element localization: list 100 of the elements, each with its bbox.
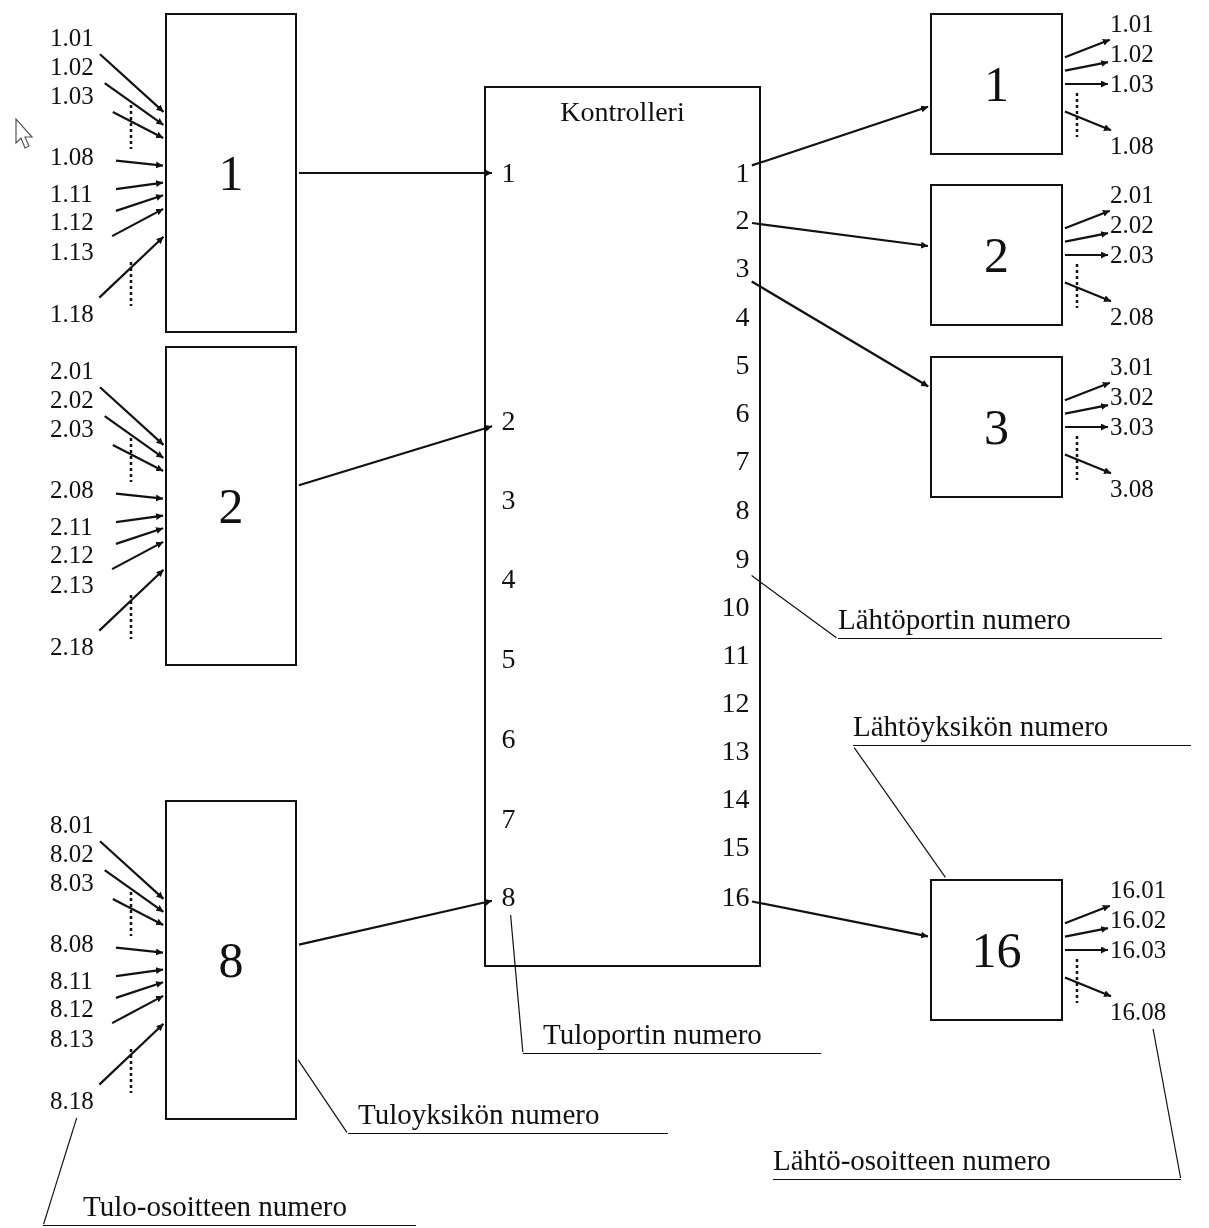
unit-box: 3	[930, 356, 1063, 498]
arrow	[1064, 926, 1109, 938]
address-label: 8.08	[50, 929, 114, 959]
port-number: 15	[707, 830, 750, 863]
arrow	[298, 898, 493, 946]
address-label: 2.01	[1110, 180, 1190, 210]
address-label: 1.03	[50, 81, 114, 111]
port-number: 5	[493, 642, 524, 675]
address-label: 2.02	[1110, 210, 1190, 240]
address-label: 1.01	[50, 23, 114, 53]
address-label: 8.12	[50, 994, 114, 1024]
arrow	[1064, 209, 1111, 230]
arrow	[98, 569, 165, 632]
address-label: 2.03	[50, 414, 114, 444]
address-label: 1.13	[50, 237, 114, 267]
port-number: 6	[707, 396, 750, 429]
address-label: 1.18	[50, 299, 114, 329]
unit-box: 8	[165, 800, 297, 1120]
arrow	[112, 110, 164, 139]
address-label: 8.01	[50, 810, 114, 840]
arrow	[104, 82, 165, 126]
port-number: 3	[493, 483, 524, 516]
port-number: 1	[707, 156, 750, 189]
address-label: 8.11	[50, 966, 114, 996]
port-number: 1	[493, 156, 524, 189]
arrow	[115, 967, 164, 978]
arrow	[1064, 110, 1112, 132]
leader-line	[297, 1059, 348, 1133]
port-number: 8	[707, 493, 750, 526]
arrow	[1064, 381, 1111, 402]
port-number: 12	[707, 686, 750, 719]
port-number: 4	[707, 300, 750, 333]
unit-box: 16	[930, 879, 1063, 1021]
leader-line	[43, 1117, 78, 1225]
address-label: 1.03	[1110, 69, 1190, 99]
address-label: 2.11	[50, 512, 114, 542]
leader-line	[853, 747, 946, 878]
arrow	[111, 540, 164, 571]
arrow	[111, 994, 164, 1025]
arrow	[1064, 453, 1112, 475]
leader-line	[751, 575, 837, 639]
port-number: 10	[707, 590, 750, 623]
arrow	[104, 415, 165, 459]
leader-line	[1152, 1028, 1182, 1179]
address-label: 3.03	[1110, 412, 1190, 442]
address-label: 2.03	[1110, 240, 1190, 270]
annotation-text: Tulo-osoitteen numero	[43, 1188, 416, 1226]
arrow	[1065, 946, 1108, 954]
annotation-text: Lähtö-osoitteen numero	[773, 1142, 1181, 1180]
port-number: 2	[707, 203, 750, 236]
leader-line	[510, 914, 524, 1053]
arrow	[1064, 60, 1109, 72]
arrow	[298, 424, 493, 487]
arrow	[1064, 231, 1109, 243]
address-label: 3.02	[1110, 382, 1190, 412]
address-label: 16.08	[1110, 997, 1190, 1027]
port-number: 13	[707, 734, 750, 767]
port-number: 9	[707, 542, 750, 575]
address-label: 8.03	[50, 868, 114, 898]
port-number: 6	[493, 722, 524, 755]
annotation-text: Tuloyksikön numero	[348, 1096, 668, 1134]
port-number: 8	[493, 880, 524, 913]
arrow	[751, 280, 929, 388]
address-label: 1.01	[1110, 9, 1190, 39]
port-number: 4	[493, 562, 524, 595]
arrow	[98, 1023, 165, 1086]
address-label: 3.01	[1110, 352, 1190, 382]
annotation-text: Tuloportin numero	[523, 1016, 821, 1054]
unit-box: 2	[930, 184, 1063, 326]
address-label: 2.13	[50, 570, 114, 600]
arrow	[1064, 38, 1111, 59]
port-number: 7	[707, 444, 750, 477]
address-label: 2.12	[50, 540, 114, 570]
arrow	[115, 527, 164, 545]
address-label: 1.11	[50, 179, 114, 209]
address-label: 1.12	[50, 207, 114, 237]
address-label: 8.18	[50, 1086, 114, 1116]
arrow	[1064, 281, 1112, 303]
arrow	[299, 169, 492, 177]
address-label: 2.18	[50, 632, 114, 662]
address-label: 1.02	[1110, 39, 1190, 69]
arrow	[115, 180, 164, 191]
address-label: 2.02	[50, 385, 114, 415]
arrow	[1065, 80, 1108, 88]
arrow	[115, 492, 164, 502]
port-number: 7	[493, 802, 524, 835]
unit-box: 1	[165, 13, 297, 333]
arrow	[115, 159, 164, 169]
arrow	[111, 207, 164, 238]
arrow	[104, 869, 165, 913]
unit-box: 1	[930, 13, 1063, 155]
port-number: 14	[707, 782, 750, 815]
arrow	[1065, 251, 1108, 259]
arrow	[1064, 976, 1112, 998]
arrow	[1065, 423, 1108, 431]
address-label: 1.02	[50, 52, 114, 82]
address-label: 1.08	[1110, 131, 1190, 161]
address-label: 16.01	[1110, 875, 1190, 905]
address-label: 2.01	[50, 356, 114, 386]
arrow	[1064, 403, 1109, 415]
